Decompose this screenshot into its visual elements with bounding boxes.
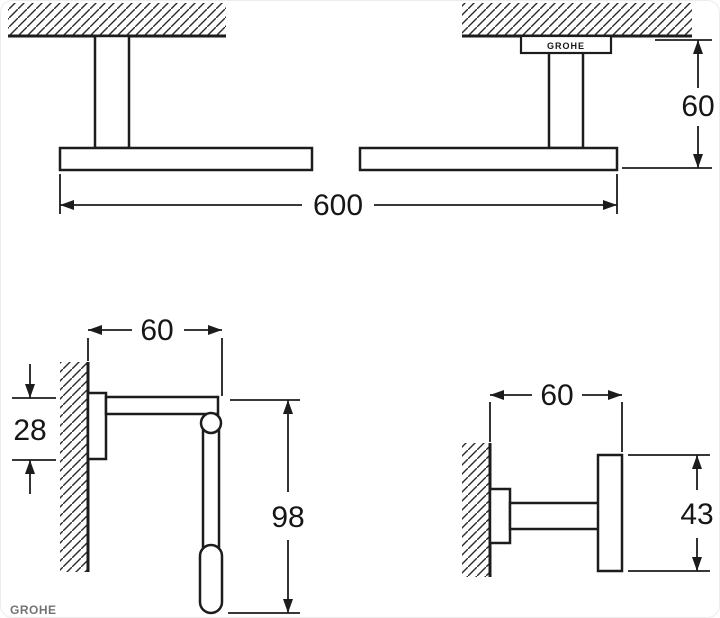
wall-plate	[86, 391, 108, 461]
towel-bar-right-post	[547, 34, 585, 150]
dim-hook-height: 43	[628, 454, 714, 572]
brand-logo-mark: GROHE	[547, 41, 585, 51]
paper-holder-drawing	[60, 362, 224, 615]
dim-hook-projection: 60	[489, 379, 623, 452]
dim-holder-projection: 60	[87, 314, 223, 396]
dim-label-hook-height: 43	[680, 498, 713, 531]
arrowhead-down	[25, 384, 35, 398]
towel-bar-right-segment	[358, 146, 619, 172]
arrowhead-left	[490, 390, 504, 400]
hook-arm	[508, 501, 602, 531]
dim-holder-plate-height: 28	[12, 364, 56, 494]
arrowhead-right	[603, 200, 617, 210]
arrowhead-down	[693, 154, 703, 168]
dim-label-holder-plate: 28	[13, 414, 46, 447]
arrowhead-up	[283, 400, 293, 414]
arrowhead-down	[283, 599, 293, 613]
holder-pivot	[199, 411, 223, 435]
arrowhead-left	[88, 325, 102, 335]
wall-hatch	[60, 362, 88, 572]
robe-hook-drawing	[462, 443, 624, 577]
towel-bar-left-post	[93, 34, 131, 150]
dim-label-hook-projection: 60	[540, 379, 573, 412]
dim-holder-height: 98	[228, 399, 305, 614]
arrowhead-right	[208, 325, 222, 335]
dim-label-holder-height: 98	[271, 501, 304, 534]
arrowhead-up	[693, 40, 703, 54]
dim-towel-bar-height: 60	[622, 39, 715, 169]
dim-label-towel-length: 600	[313, 189, 363, 222]
ceiling-hatch-left	[8, 3, 226, 36]
arrowhead-up	[692, 455, 702, 469]
towel-bar-left-segment	[58, 146, 314, 172]
towel-bar-drawing: GROHE	[8, 3, 692, 172]
arrowhead-up	[25, 460, 35, 474]
ceiling-hatch-right	[462, 3, 692, 36]
arrowhead-down	[692, 557, 702, 571]
holder-roller-spindle	[198, 543, 224, 615]
brand-watermark: GROHE	[10, 603, 57, 617]
holder-arm-horizontal	[104, 395, 220, 416]
dim-label-holder-projection: 60	[140, 314, 173, 347]
dim-towel-bar-length: 600	[59, 174, 618, 222]
wall-hatch	[462, 443, 490, 577]
arrowhead-right	[608, 390, 622, 400]
towel-bar-right-flange	[519, 34, 613, 55]
hook-front-plate	[596, 453, 624, 573]
hook-wall-plate	[488, 487, 512, 545]
dim-label-towel-height: 60	[681, 90, 714, 123]
holder-arm-vertical	[201, 421, 221, 549]
arrowhead-left	[60, 200, 74, 210]
